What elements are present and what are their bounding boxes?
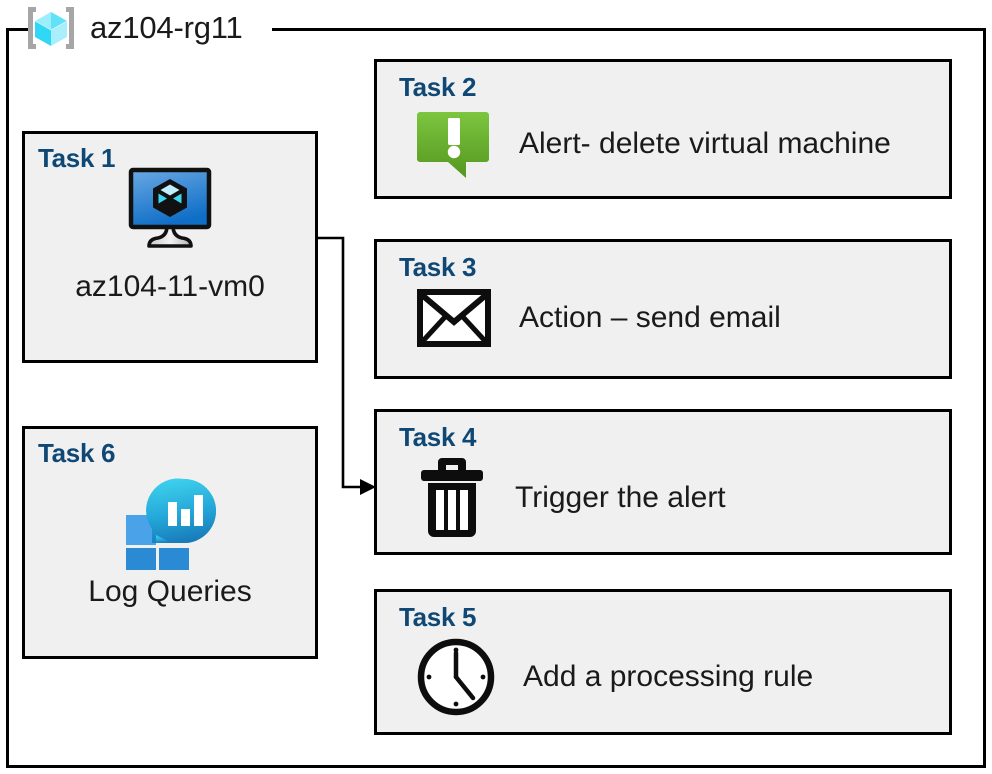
resource-group-cube-icon <box>22 3 80 53</box>
log-analytics-icon <box>25 473 315 571</box>
clock-icon <box>415 636 497 718</box>
resource-group-title: az104-rg11 <box>90 9 243 45</box>
alert-speech-bubble-icon <box>415 106 493 182</box>
resource-group-header: az104-rg11 <box>22 2 243 54</box>
task-label: Task 3 <box>399 252 477 282</box>
resource-group-border-top-right <box>272 28 986 31</box>
task-label: Task 6 <box>38 438 116 468</box>
task3-text: Action – send email <box>519 301 781 334</box>
task-card-task5[interactable]: Task 5 Add a processing rule <box>374 589 952 735</box>
task-card-task6[interactable]: Task 6 Log Q <box>22 426 318 659</box>
task-label: Task 4 <box>399 422 477 452</box>
task-card-task4[interactable]: Task 4 Trigger the alert <box>374 409 952 555</box>
task-label: Task 2 <box>399 72 477 102</box>
resource-group-border-top-left <box>6 28 30 31</box>
task-card-task3[interactable]: Task 3 Action – send email <box>374 239 952 379</box>
task4-text: Trigger the alert <box>515 481 726 514</box>
task6-caption: Log Queries <box>88 575 252 608</box>
task-label: Task 5 <box>399 602 477 632</box>
virtual-machine-icon <box>25 160 315 256</box>
trash-can-icon <box>415 456 489 540</box>
task1-caption: az104-11-vm0 <box>75 270 265 303</box>
task2-text: Alert- delete virtual machine <box>519 127 891 160</box>
envelope-icon <box>415 286 493 350</box>
task-card-task2[interactable]: Task 2 Alert- delete virtual machine <box>374 59 952 199</box>
task-label: Task 1 <box>38 143 116 173</box>
task5-text: Add a processing rule <box>523 660 814 693</box>
resource-group-container <box>6 29 986 768</box>
task-card-task1[interactable]: Task 1 <box>22 131 318 363</box>
